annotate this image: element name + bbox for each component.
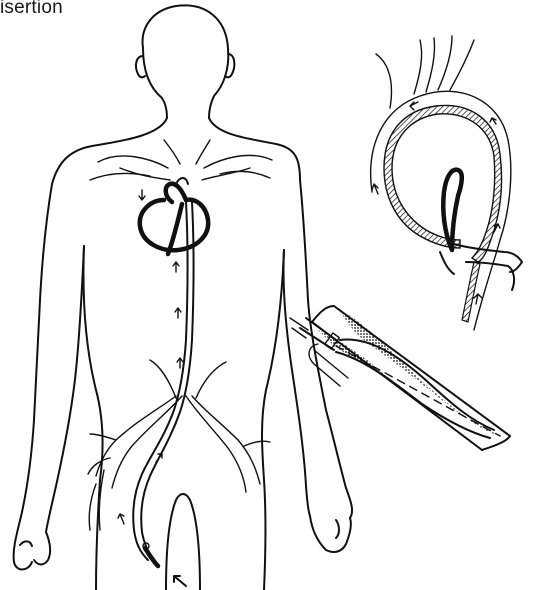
catheter xyxy=(133,202,193,566)
arrow-icon xyxy=(173,262,179,272)
arrow-icon xyxy=(410,102,418,110)
body-outline xyxy=(14,5,352,590)
right-hand xyxy=(310,516,351,552)
arrow-icon xyxy=(177,358,183,368)
arrow-icon xyxy=(156,454,162,462)
right-shoulder xyxy=(209,118,300,180)
head-outline xyxy=(143,5,229,118)
arrow-icon xyxy=(139,190,145,200)
arrow-icon xyxy=(118,514,124,524)
arrow-icon xyxy=(490,118,496,124)
arrow-icon xyxy=(372,184,378,194)
aortic-arch-inset xyxy=(371,36,522,330)
left-hand xyxy=(20,532,50,565)
heart xyxy=(140,178,208,254)
balloon-inset xyxy=(290,306,510,450)
arrow-icon xyxy=(174,576,186,586)
arrow-icon xyxy=(175,308,181,318)
